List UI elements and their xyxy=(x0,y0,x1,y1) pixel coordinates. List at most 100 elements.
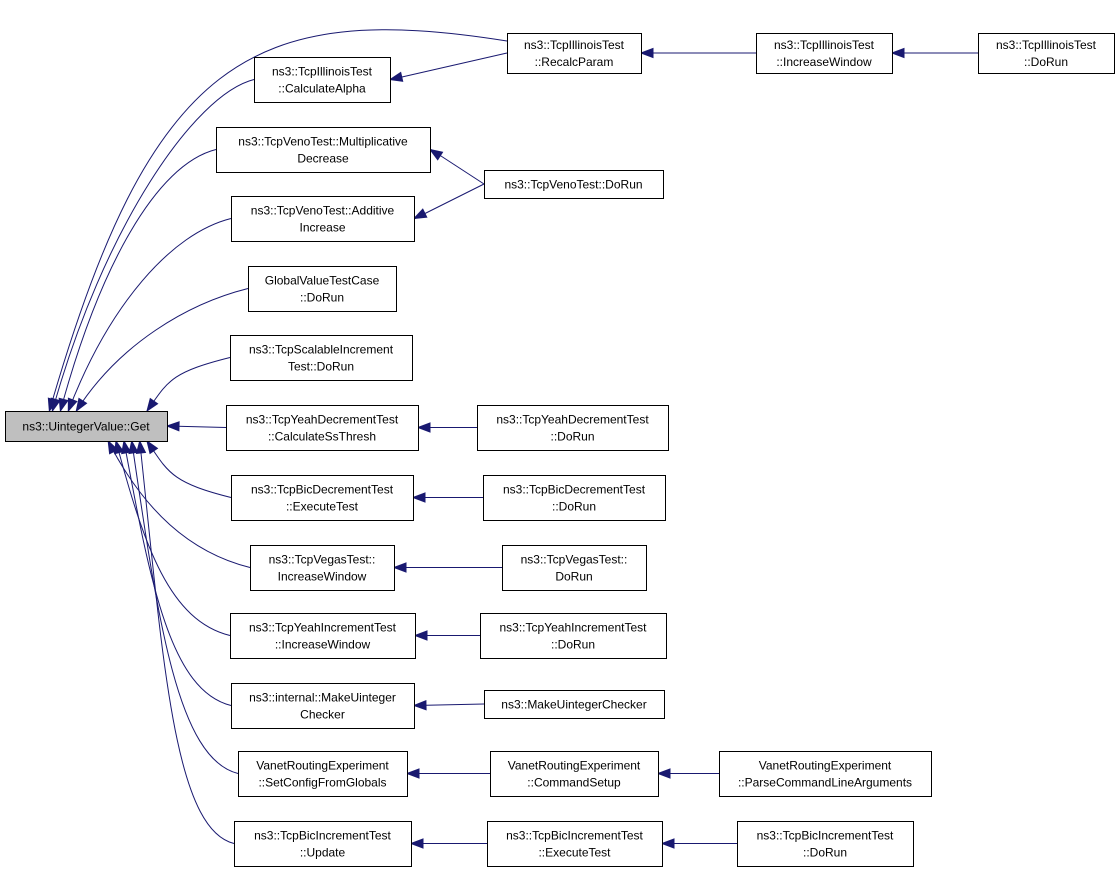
node-box xyxy=(254,57,391,103)
arrowhead-gv_run-to-get xyxy=(75,397,88,413)
node-label-line: ::ExecuteTest xyxy=(286,500,359,514)
node-label-line: IncreaseWindow xyxy=(278,570,367,584)
node-box xyxy=(231,683,415,729)
node-label-line: ::IncreaseWindow xyxy=(776,55,872,69)
node-bi-upd[interactable]: ns3::TcpBicIncrementTest::Update xyxy=(234,821,412,867)
node-muc[interactable]: ns3::MakeUintegerChecker xyxy=(484,690,665,719)
node-ill-inc[interactable]: ns3::TcpIllinoisTest::IncreaseWindow xyxy=(756,33,893,74)
arrowhead-scal_run-to-get xyxy=(146,397,159,413)
edge-vg_inc-to-get xyxy=(107,440,251,568)
node-label-line: ::DoRun xyxy=(803,846,847,860)
arrowhead-vre_parse-to-vre_cmd xyxy=(656,768,671,779)
node-label-line: ns3::TcpYeahIncrementTest xyxy=(500,621,648,635)
node-label-line: ns3::TcpIllinoisTest xyxy=(996,38,1097,52)
node-gv-run[interactable]: GlobalValueTestCase::DoRun xyxy=(248,266,397,312)
edge-gv_run-to-get xyxy=(75,288,249,412)
node-box xyxy=(487,821,663,867)
node-box xyxy=(737,821,914,867)
arrowhead-calc_alpha-to-get xyxy=(50,397,61,413)
node-label-line: ns3::TcpScalableIncrement xyxy=(249,343,394,357)
node-label-line: ::DoRun xyxy=(552,500,596,514)
node-yi-run[interactable]: ns3::TcpYeahIncrementTest::DoRun xyxy=(480,613,667,659)
node-box xyxy=(231,475,414,521)
node-label-line: Increase xyxy=(299,221,345,235)
node-box xyxy=(480,613,667,659)
node-bi-exec[interactable]: ns3::TcpBicIncrementTest::ExecuteTest xyxy=(487,821,663,867)
node-box xyxy=(231,196,415,242)
node-label-line: ::DoRun xyxy=(300,291,344,305)
node-box xyxy=(5,411,168,442)
node-label-line: ::CalculateSsThresh xyxy=(268,430,376,444)
edge-veno_ai-to-get xyxy=(67,218,232,412)
edge-vre_cfg-to-get xyxy=(131,440,239,774)
node-label-line: VanetRoutingExperiment xyxy=(256,759,389,773)
node-bd-run[interactable]: ns3::TcpBicDecrementTest::DoRun xyxy=(483,475,666,521)
node-label-line: GlobalValueTestCase xyxy=(265,274,380,288)
edge-muc-to-int_muc xyxy=(414,703,485,706)
node-label-line: ns3::TcpYeahDecrementTest xyxy=(496,413,649,427)
edge-int_muc-to-get xyxy=(123,440,232,706)
edge-veno_md-to-get xyxy=(59,149,217,412)
arrowhead-veno_run-to-veno_md xyxy=(428,148,444,161)
node-label-line: VanetRoutingExperiment xyxy=(759,759,892,773)
node-int-muc[interactable]: ns3::internal::MakeUintegerChecker xyxy=(231,683,415,729)
node-box xyxy=(756,33,893,74)
node-vre-cmd[interactable]: VanetRoutingExperiment::CommandSetup xyxy=(490,751,659,797)
node-label-line: ::RecalcParam xyxy=(535,55,614,69)
node-vre-cfg[interactable]: VanetRoutingExperiment::SetConfigFromGlo… xyxy=(238,751,408,797)
node-box xyxy=(477,405,669,451)
node-box xyxy=(234,821,412,867)
node-label-line: ns3::TcpVenoTest::Multiplicative xyxy=(238,135,408,149)
edges-layer xyxy=(47,29,978,849)
node-label-line: DoRun xyxy=(555,570,592,584)
node-calc-alpha[interactable]: ns3::TcpIllinoisTest::CalculateAlpha xyxy=(254,57,391,103)
node-ill-run[interactable]: ns3::TcpIllinoisTest::DoRun xyxy=(978,33,1115,74)
node-yd-run[interactable]: ns3::TcpYeahDecrementTest::DoRun xyxy=(477,405,669,451)
node-label-line: ns3::TcpBicIncrementTest xyxy=(254,829,391,843)
arrowhead-veno_run-to-veno_ai xyxy=(412,208,428,220)
node-box xyxy=(502,545,647,591)
node-vre-parse[interactable]: VanetRoutingExperiment::ParseCommandLine… xyxy=(719,751,932,797)
nodes-layer: ns3::UintegerValue::Get ns3::TcpIllinoisT… xyxy=(5,33,1115,867)
node-label-line: ns3::TcpIllinoisTest xyxy=(524,38,625,52)
arrowhead-vre_cfg-to-get xyxy=(128,439,139,455)
node-vg-run[interactable]: ns3::TcpVegasTest::DoRun xyxy=(502,545,647,591)
edge-recalc-to-get xyxy=(48,29,508,412)
node-veno-run[interactable]: ns3::TcpVenoTest::DoRun xyxy=(484,170,664,199)
node-label-line: ns3::TcpVenoTest::Additive xyxy=(251,204,395,218)
node-yd-ssth[interactable]: ns3::TcpYeahDecrementTest::CalculateSsTh… xyxy=(226,405,419,451)
arrowhead-vre_cmd-to-vre_cfg xyxy=(405,768,420,779)
edge-calc_alpha-to-get xyxy=(51,79,255,412)
arrowhead-yd_ssth-to-get xyxy=(165,421,180,432)
arrowhead-bi_run-to-bi_exec xyxy=(660,838,675,849)
node-label-line: Decrease xyxy=(297,152,349,166)
node-label-line: ns3::UintegerValue::Get xyxy=(22,420,150,434)
node-label-line: ns3::TcpBicDecrementTest xyxy=(251,483,394,497)
arrowhead-bd_run-to-bd_exec xyxy=(411,492,426,503)
arrowhead-veno_ai-to-get xyxy=(67,397,78,413)
node-label-line: ns3::TcpVenoTest::DoRun xyxy=(504,178,642,192)
node-label-line: ::ParseCommandLineArguments xyxy=(738,776,912,790)
arrowhead-vg_run-to-vg_inc xyxy=(392,562,407,573)
node-yi-inc[interactable]: ns3::TcpYeahIncrementTest::IncreaseWindo… xyxy=(230,613,416,659)
node-label-line: ns3::TcpVegasTest:: xyxy=(269,553,376,567)
arrowhead-int_muc-to-get xyxy=(121,439,132,455)
node-label-line: ::DoRun xyxy=(550,430,594,444)
node-recalc[interactable]: ns3::TcpIllinoisTest::RecalcParam xyxy=(507,33,642,74)
edge-recalc-to-calc_alpha xyxy=(390,52,508,80)
arrowhead-recalc-to-calc_alpha xyxy=(388,71,404,82)
node-box xyxy=(230,335,413,381)
node-bd-exec[interactable]: ns3::TcpBicDecrementTest::ExecuteTest xyxy=(231,475,414,521)
node-bi-run[interactable]: ns3::TcpBicIncrementTest::DoRun xyxy=(737,821,914,867)
node-vg-inc[interactable]: ns3::TcpVegasTest::IncreaseWindow xyxy=(250,545,395,591)
node-box xyxy=(490,751,659,797)
node-label-line: ns3::TcpBicIncrementTest xyxy=(757,829,894,843)
edge-yi_inc-to-get xyxy=(115,440,231,636)
node-get[interactable]: ns3::UintegerValue::Get xyxy=(5,411,168,442)
edge-bd_exec-to-get xyxy=(146,440,232,498)
node-box xyxy=(248,266,397,312)
